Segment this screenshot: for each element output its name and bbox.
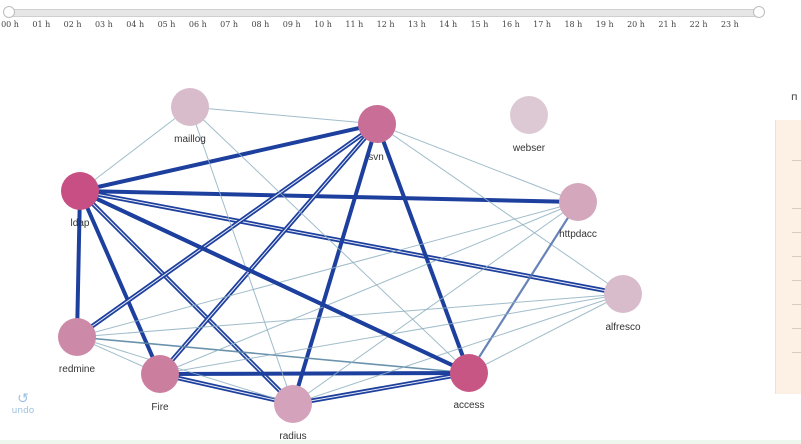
hour-label: 02 h	[63, 20, 82, 29]
edge-httpdacc-Fire[interactable]	[159, 201, 579, 375]
node-maillog[interactable]	[171, 88, 209, 126]
node-label-httpdacc: httpdacc	[559, 229, 597, 240]
hour-label: 22 h	[689, 20, 708, 29]
undo-button[interactable]: ↺ undo	[10, 392, 36, 420]
hour-label: 14 h	[439, 20, 458, 29]
edge-inner-radius-access	[292, 372, 470, 405]
slider-handle-end[interactable]	[753, 6, 765, 18]
panel-divider	[792, 328, 801, 329]
panel-divider	[792, 256, 801, 257]
hour-labels: 00 h 01 h 02 h 03 h 04 h 05 h 06 h 07 h 08 h 09 h…	[0, 20, 770, 34]
bottom-strip	[0, 440, 801, 444]
hour-label: 20 h	[627, 20, 645, 29]
panel-divider	[792, 160, 801, 161]
hour-label: 04 h	[126, 20, 145, 29]
slider-track[interactable]	[8, 9, 762, 17]
time-range-slider[interactable]: 00 h 01 h 02 h 03 h 04 h 05 h 06 h 07 h 08 h 09 h…	[0, 0, 770, 40]
edge-maillog-access[interactable]	[189, 106, 470, 374]
node-svn[interactable]	[358, 105, 396, 143]
node-alfresco[interactable]	[604, 275, 642, 313]
hour-label: 11 h	[345, 20, 364, 29]
node-label-Fire: Fire	[151, 402, 169, 413]
edge-svn-maillog[interactable]	[189, 106, 378, 125]
edge-ldap-svn[interactable]	[78, 122, 379, 193]
hour-label: 19 h	[595, 20, 614, 29]
edge-svn-alfresco[interactable]	[376, 123, 624, 295]
edge-maillog-radius[interactable]	[189, 106, 294, 405]
node-radius[interactable]	[274, 385, 312, 423]
node-httpdacc[interactable]	[559, 183, 597, 221]
hour-label: 08 h	[251, 20, 270, 29]
hour-label: 21 h	[658, 20, 677, 29]
node-label-svn: svn	[368, 152, 384, 163]
hour-label: 05 h	[157, 20, 176, 29]
edge-svn-access[interactable]	[375, 122, 471, 375]
side-panel[interactable]	[775, 120, 801, 394]
node-Fire[interactable]	[141, 355, 179, 393]
network-graph[interactable]: maillog svn webser ldap httpdacc alfresco redm…	[0, 40, 770, 444]
edges	[74, 106, 626, 407]
node-redmine[interactable]	[58, 318, 96, 356]
hour-label: 03 h	[94, 20, 113, 29]
edge-ldap-httpdacc[interactable]	[78, 189, 580, 204]
node-access[interactable]	[450, 354, 488, 392]
hour-label: 16 h	[501, 20, 520, 29]
hour-label: 10 h	[314, 20, 332, 29]
node-label-access: access	[453, 400, 484, 411]
edge-inner-svn-redmine	[76, 123, 378, 338]
node-label-maillog: maillog	[174, 134, 206, 145]
hour-label: 00 h	[1, 20, 19, 29]
edge-ldap-maillog[interactable]	[79, 106, 191, 192]
edge-svn-radius[interactable]	[291, 122, 379, 406]
node-label-webser: webser	[512, 143, 546, 154]
edge-inner-Fire-radius	[159, 373, 294, 405]
edge-inner-svn-Fire	[159, 123, 378, 375]
node-label-redmine: redmine	[59, 364, 96, 375]
nodes: maillog svn webser ldap httpdacc alfresco redm…	[58, 88, 642, 442]
edge-ldap-redmine[interactable]	[75, 189, 82, 339]
edge-ldap-access[interactable]	[78, 189, 471, 375]
hour-label: 23 h	[720, 20, 739, 29]
panel-divider	[792, 208, 801, 209]
panel-divider	[792, 280, 801, 281]
node-label-radius: radius	[279, 431, 306, 442]
edge-inner-ldap-radius	[79, 190, 294, 405]
hour-label: 01 h	[32, 20, 51, 29]
edge-alfresco-access[interactable]	[468, 293, 624, 374]
edge-inner-ldap-alfresco	[79, 190, 624, 295]
edge-alfresco-Fire[interactable]	[159, 293, 624, 375]
edge-alfresco-radius[interactable]	[292, 293, 624, 405]
hour-label: 09 h	[282, 20, 301, 29]
panel-divider	[792, 352, 801, 353]
node-label-ldap: ldap	[71, 218, 90, 229]
slider-handle-start[interactable]	[3, 6, 15, 18]
undo-label: undo	[11, 406, 35, 416]
hour-label: 17 h	[533, 20, 552, 29]
node-label-alfresco: alfresco	[605, 322, 640, 333]
hour-label: 06 h	[188, 20, 207, 29]
edge-svn-httpdacc[interactable]	[376, 123, 579, 203]
hour-label: 07 h	[220, 20, 239, 29]
edge-httpdacc-redmine[interactable]	[76, 201, 579, 338]
hour-label: 18 h	[564, 20, 583, 29]
hour-label: 12 h	[376, 20, 395, 29]
panel-top-mark: п	[791, 92, 798, 103]
edge-httpdacc-access[interactable]	[467, 200, 580, 375]
edge-redmine-radius[interactable]	[76, 336, 294, 405]
panel-divider	[792, 304, 801, 305]
edge-httpdacc-radius[interactable]	[292, 201, 579, 405]
hour-label: 15 h	[470, 20, 489, 29]
node-ldap[interactable]	[61, 172, 99, 210]
node-webser[interactable]	[510, 96, 548, 134]
edge-Fire-access[interactable]	[158, 371, 471, 376]
undo-icon: ↺	[17, 391, 29, 407]
panel-divider	[792, 232, 801, 233]
hour-label: 13 h	[407, 20, 426, 29]
